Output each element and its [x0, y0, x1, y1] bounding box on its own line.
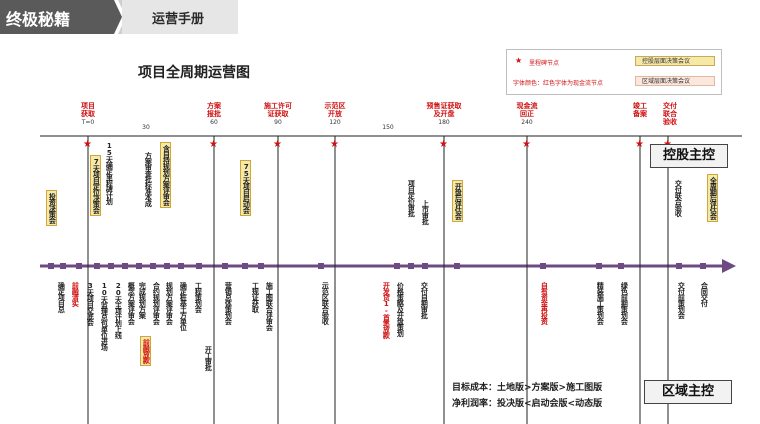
milestone-completion-filing: 竣工 备案	[633, 102, 647, 119]
star-icon: ★	[209, 139, 218, 150]
tick-150: 150	[382, 124, 394, 131]
note-target-cost: 目标成本：土地版>方案版>施工图版	[452, 383, 603, 393]
event-above: 开盘后评估会	[452, 180, 464, 222]
event-below: 规划方案评审会	[165, 282, 174, 324]
event-below: 交付自期审批	[420, 282, 429, 318]
event-below: 20天主项计划上线	[114, 282, 123, 338]
legend-box-holding: 控股层面决策会议	[635, 56, 715, 66]
event-below: 合同交付	[700, 282, 709, 306]
event-below: 绿色前期策划会	[620, 282, 629, 324]
legend-box-regional: 区域层面决策会议	[635, 76, 715, 86]
diagram-title: 项目全周期运营图	[138, 65, 250, 81]
event-below: 交付前策划会	[677, 282, 686, 318]
star-icon: ★	[439, 139, 448, 150]
legend: ★ 里程碑节点 字体颜色：红色字体为现金流节点 控股层面决策会议 区域层面决策会…	[506, 49, 722, 95]
milestone-delivery-inspection: 交付 联合 验收	[663, 102, 677, 127]
header-sub-bar	[122, 0, 238, 34]
header-title: 终极秘籍	[6, 10, 71, 29]
event-below: 确定桩基土方单位	[179, 282, 188, 330]
event-above: 7天项目定位决策会	[90, 155, 102, 216]
star-icon: ★	[515, 56, 523, 65]
event-below: 开发贷1-首笔放款	[382, 282, 391, 338]
event-below: 示范区联合验收	[321, 282, 330, 324]
star-icon: ★	[522, 139, 531, 150]
event-above: 全周期后评估会	[707, 174, 719, 222]
star-icon: ★	[635, 139, 644, 150]
event-below: 工程策划会	[194, 282, 203, 312]
star-icon: ★	[273, 139, 282, 150]
event-below: 施工图联合评审会	[265, 282, 274, 330]
event-below: 前融放款	[140, 336, 152, 366]
event-below: 确定项目总	[57, 282, 66, 312]
star-icon: ★	[330, 139, 339, 150]
legend-color-label: 字体颜色：红色字体为现金流节点	[513, 80, 604, 87]
event-below: 精装施工策划会	[596, 282, 605, 324]
event-below: 3天项目交底会	[86, 282, 95, 325]
event-below: 工规证获取	[251, 282, 260, 312]
event-below: 合约规划评审会	[152, 282, 161, 324]
star-icon: ★	[83, 139, 92, 150]
event-below: 自有资金再投资	[540, 282, 549, 324]
event-above: 含自持规划方案评审会	[160, 142, 172, 208]
event-above: 75天项目启动会	[240, 160, 252, 216]
header-bar	[0, 0, 108, 34]
event-below: 开工审批	[204, 346, 213, 370]
control-holding: 控股主控	[650, 144, 728, 168]
event-below: 营销总体策划会	[224, 282, 233, 324]
event-above: 方案审查批标准本成	[144, 152, 153, 206]
event-above: 投资决策会	[46, 190, 58, 226]
event-above: 项目定价审批	[407, 180, 416, 216]
event-below: 前融清实	[71, 282, 80, 306]
event-above: 上市审批	[421, 200, 430, 224]
event-below: 10天监理总包单位进场	[100, 282, 109, 350]
note-net-profit: 净利润率：投决版<启动会版<动态版	[452, 399, 603, 409]
control-regional: 区域主控	[644, 380, 732, 404]
event-below: 价格策略及开盘策划	[396, 282, 405, 336]
event-below: 概念方案评审会	[127, 282, 136, 324]
legend-star-label: 里程碑节点	[529, 60, 560, 67]
event-above: 15天确定里程碑计划	[105, 142, 114, 204]
event-above: 交付联合验收	[674, 180, 683, 216]
tick-30: 30	[142, 124, 150, 131]
header-subtitle: 运营手册	[152, 12, 205, 27]
event-below: 完成规划方案	[138, 282, 147, 318]
